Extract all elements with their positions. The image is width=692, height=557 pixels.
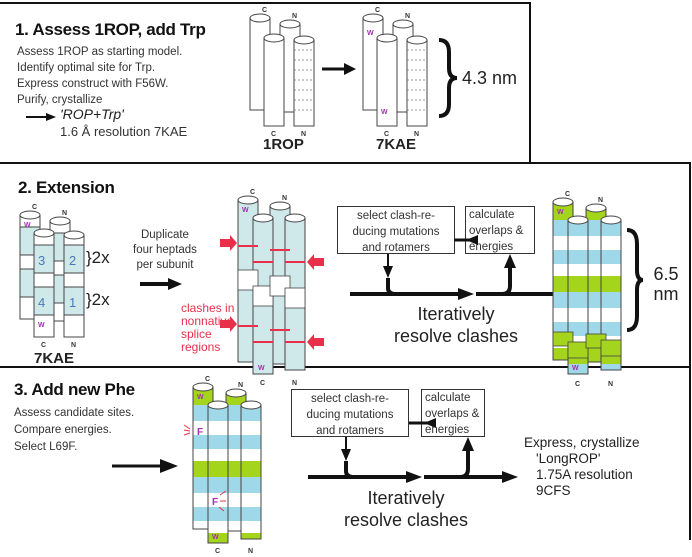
panel3-steps: Assess candidate sites. Compare energies…: [14, 407, 135, 453]
helix-bundle-1rop: C N C N: [249, 7, 315, 138]
svg-text:C: C: [575, 381, 580, 388]
svg-text:N: N: [282, 195, 287, 202]
panel3-title: 3. Add new Phe: [14, 380, 135, 399]
svg-text:N: N: [301, 131, 306, 138]
svg-text:N: N: [598, 197, 603, 204]
step-2: Identify optimal site for Trp.: [17, 62, 156, 74]
panel2-title: 2. Extension: [18, 178, 115, 197]
heptad-3: 3: [38, 253, 45, 268]
svg-text:C: C: [215, 548, 220, 555]
helix-bundle-7kae: W W C N C N: [362, 7, 428, 138]
svg-text:C: C: [205, 376, 210, 383]
panel1-right-border: [529, 2, 531, 163]
calculate-energies-box: calculate overlaps & energies: [465, 206, 535, 254]
phe-marker-lower: F: [212, 497, 218, 508]
loop-caption-p3: Iteratively resolve clashes: [343, 488, 469, 530]
repeat-label-upper: }2x: [86, 248, 110, 267]
panel3-right-border: [689, 366, 691, 540]
svg-text:C: C: [32, 204, 37, 211]
helix-bundle-longrop: W W F F C N C N: [183, 376, 262, 555]
result-name: 'ROP+Trp': [60, 106, 124, 122]
structure-label-1rop: 1ROP: [263, 136, 304, 153]
brace-icon-p2: [626, 228, 644, 332]
repeat-label-lower: }2x: [86, 290, 110, 309]
loop-caption-p2: Iteratively resolve clashes: [393, 304, 519, 346]
calculate-energies-box-p3: calculate overlaps & energies: [421, 389, 485, 437]
svg-text:N: N: [292, 13, 297, 20]
transform-arrow-icon: [322, 63, 356, 75]
result-arrow-icon: [26, 113, 56, 121]
panel1-top-border: [0, 2, 531, 4]
svg-text:W: W: [557, 209, 564, 216]
panel2-top-border: [0, 162, 691, 164]
svg-text:W: W: [212, 534, 219, 541]
select-mutations-box: select clash-re- ducing mutations and ro…: [337, 206, 455, 254]
svg-text:W: W: [258, 365, 265, 372]
phe-arrow-icon: [112, 459, 178, 473]
select-mutations-box-p3: select clash-re- ducing mutations and ro…: [291, 389, 409, 437]
panel3-top-border: [0, 366, 691, 368]
heptad-4: 4: [38, 295, 45, 310]
svg-text:C: C: [262, 7, 267, 14]
svg-text:C: C: [565, 191, 570, 198]
iteration-loop-arrows-p3: [308, 418, 518, 483]
structure-label-7kae: 7KAE: [376, 136, 417, 153]
svg-text:C: C: [260, 380, 265, 387]
duplicate-text: Duplicate four heptads per subunit: [133, 229, 197, 271]
svg-text:N: N: [608, 381, 613, 388]
result-detail: 1.6 Å resolution 7KAE: [60, 124, 188, 139]
dimension-6-5: 6.5 nm: [653, 264, 679, 304]
svg-text:N: N: [292, 380, 297, 387]
brace-icon: [438, 38, 458, 118]
panel1-steps: Assess 1ROP as starting model. Identify …: [17, 44, 182, 108]
panel1-title: 1. Assess 1ROP, add Trp: [15, 20, 206, 39]
svg-text:W: W: [381, 109, 388, 116]
svg-text:W: W: [367, 30, 374, 37]
helix-bundle-extended-resolved: W W C N C N: [552, 191, 622, 388]
svg-text:C: C: [250, 189, 255, 196]
panel2-right-border: [689, 162, 691, 368]
panel3-result: Express, crystallize 'LongROP' 1.75A res…: [524, 435, 640, 498]
svg-text:C: C: [271, 131, 276, 138]
svg-text:N: N: [414, 131, 419, 138]
svg-text:C: C: [384, 131, 389, 138]
svg-text:N: N: [248, 548, 253, 555]
structure-label-7kae-p2: 7KAE: [34, 350, 75, 367]
svg-text:N: N: [405, 13, 410, 20]
svg-text:C: C: [41, 342, 46, 349]
svg-text:W: W: [572, 365, 579, 372]
step-3: Express construct with F56W.: [17, 78, 169, 90]
svg-text:W: W: [242, 207, 249, 214]
heptad-1: 1: [69, 295, 76, 310]
duplicate-arrow-icon: [140, 278, 182, 290]
heptad-2: 2: [69, 253, 76, 268]
svg-text:C: C: [375, 7, 380, 14]
svg-text:N: N: [238, 382, 243, 389]
svg-text:W: W: [38, 322, 45, 329]
step-1: Assess 1ROP as starting model.: [17, 46, 183, 58]
svg-text:W: W: [197, 394, 204, 401]
dimension-4-3: 4.3 nm: [462, 68, 518, 88]
svg-text:N: N: [71, 342, 76, 349]
svg-text:W: W: [24, 222, 31, 229]
helix-bundle-extended-clashes: W W C N C N: [220, 189, 324, 387]
phe-marker-upper: F: [197, 427, 203, 438]
helix-bundle-7kae-heptads: 3 2 4 1 W W C N C N: [19, 204, 85, 349]
step-4: Purify, crystallize: [17, 94, 103, 106]
svg-text:N: N: [62, 210, 67, 217]
